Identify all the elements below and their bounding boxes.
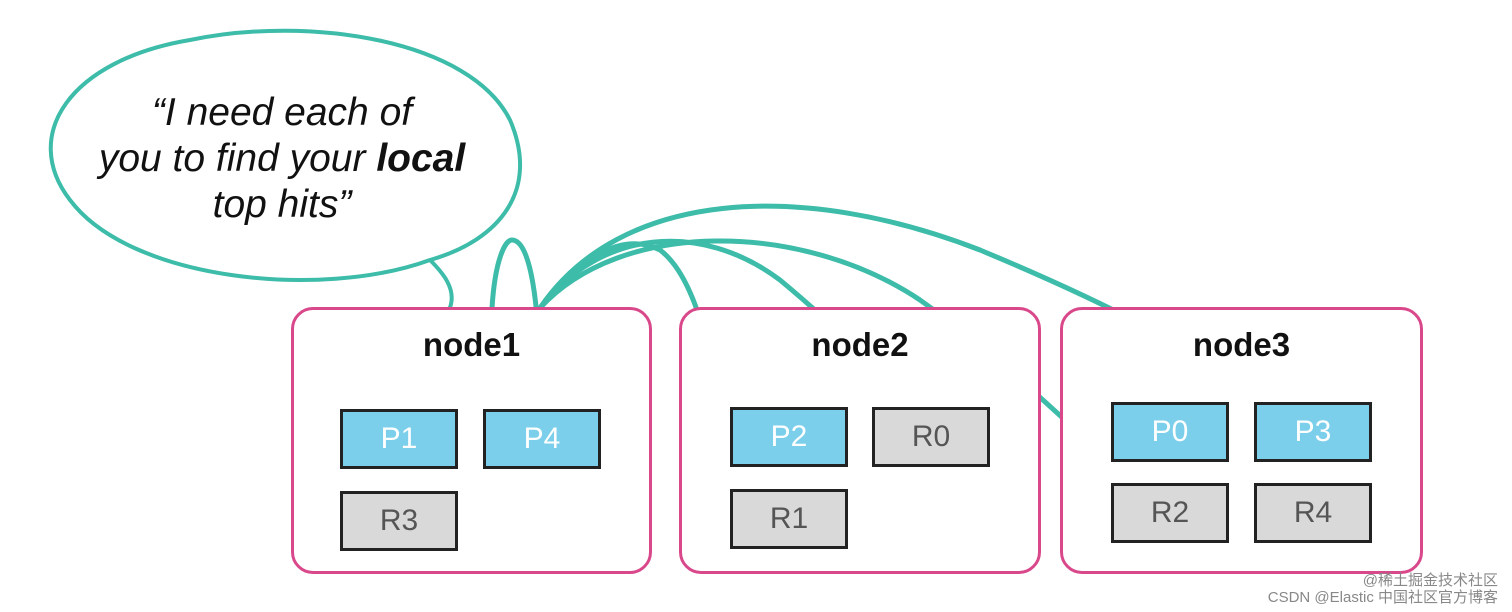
bubble-line-2: you to find your local <box>62 136 502 182</box>
speech-bubble <box>48 28 522 313</box>
node3-title: node3 <box>1192 326 1291 363</box>
watermark: @稀土掘金技术社区 CSDN @Elastic 中国社区官方博客 <box>1268 572 1498 606</box>
node1-title: node1 <box>422 326 521 363</box>
shard-p4: P4 <box>483 409 601 469</box>
shard-p3: P3 <box>1254 402 1372 462</box>
bubble-line-2-text: you to find your <box>98 137 377 180</box>
watermark-line-1: @稀土掘金技术社区 <box>1362 572 1498 589</box>
shard-r0: R0 <box>872 407 990 467</box>
shard-p1: P1 <box>340 409 458 469</box>
speech-bubble-text: “I need each of you to find your local t… <box>62 90 502 228</box>
bubble-emphasis-local: local <box>376 137 466 180</box>
shard-p2: P2 <box>730 407 848 467</box>
shard-r1: R1 <box>730 489 848 549</box>
shard-p0: P0 <box>1111 402 1229 462</box>
shard-r4: R4 <box>1254 483 1372 543</box>
shard-r3: R3 <box>340 491 458 551</box>
bubble-line-3: top hits” <box>212 183 352 226</box>
node2-title: node2 <box>811 326 909 363</box>
watermark-line-2: CSDN @Elastic 中国社区官方博客 <box>1267 589 1498 606</box>
shard-r2: R2 <box>1111 483 1229 543</box>
bubble-line-1: “I need each of <box>151 91 413 134</box>
